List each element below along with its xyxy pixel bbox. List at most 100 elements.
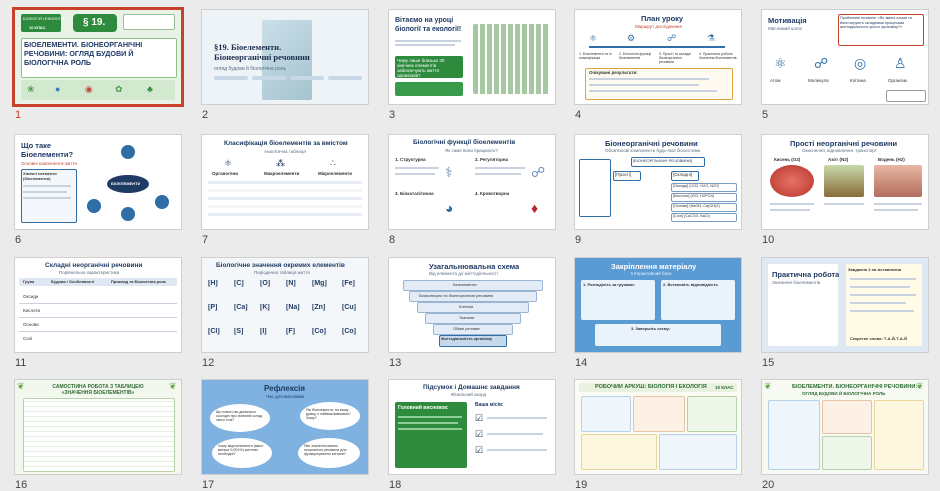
slide-subtitle: Фінальний акорд bbox=[451, 392, 487, 397]
plant-roots-image bbox=[824, 165, 864, 197]
slide-number: 17 bbox=[202, 479, 215, 491]
slide-thumbnail-18[interactable]: Підсумок і Домашнє завдання Фінальний ак… bbox=[389, 380, 555, 491]
slide-number: 19 bbox=[575, 479, 588, 491]
element-tile: [P] bbox=[208, 304, 218, 311]
layer-label: Біоелементи bbox=[453, 282, 477, 287]
row-group-label: Основи bbox=[23, 322, 39, 327]
slide-thumbnail-15[interactable]: Практична робота Значення біоелементів З… bbox=[762, 258, 928, 369]
root-node-label: [БІОНЕОРГАНІЧНІ РЕЧОВИНИ] bbox=[633, 158, 693, 163]
text-line bbox=[395, 44, 455, 46]
table-row bbox=[208, 197, 362, 200]
definition-box bbox=[21, 169, 77, 223]
slide-number: 6 bbox=[15, 234, 22, 246]
slide-preview: Рефлексія Час для висновків Що нового ви… bbox=[202, 380, 368, 474]
slide-subtitle: Маршрут дослідження bbox=[635, 24, 682, 29]
text-line bbox=[475, 167, 525, 169]
text-line bbox=[398, 428, 462, 430]
pyramid-layer bbox=[417, 302, 529, 313]
notebook-page bbox=[846, 264, 922, 346]
slide-preview: Прості неорганічні речовини Окиснення, в… bbox=[762, 135, 928, 229]
column-header: Будова / Особливості bbox=[51, 279, 95, 284]
leaf-label: [Основи] (NaOH, Ca(OH)2) bbox=[673, 204, 720, 208]
chain-label: Організм bbox=[888, 78, 907, 83]
note-box bbox=[886, 90, 926, 102]
slide-thumbnail-13[interactable]: Узагальнювальна схема Від елемента до жи… bbox=[389, 258, 555, 369]
task-title: 1. Розподіліть за групами: bbox=[583, 282, 635, 287]
slide-thumbnail-11[interactable]: Складні неорганічні речовини Порівняльна… bbox=[15, 258, 181, 369]
slide-thumbnail-20[interactable]: БІОЕЛЕМЕНТИ. БІОНЕОРГАНІЧНІ РЕЧОВИНИ: ОГ… bbox=[762, 380, 928, 491]
slide-title: Рефлексія bbox=[264, 384, 306, 393]
function-title: 3. Біокаталітична bbox=[395, 191, 434, 196]
conclusion-card bbox=[395, 402, 467, 468]
slide-title: Узагальнювальна схема bbox=[429, 262, 520, 271]
leaf-icon: ❦ bbox=[916, 381, 924, 391]
slide-subtitle: ОГЛЯД БУДОВИ Й БІОЛОГІЧНА РОЛЬ bbox=[802, 391, 886, 396]
slide-thumbnail-17[interactable]: Рефлексія Час для висновків Що нового ви… bbox=[202, 380, 368, 491]
results-title: Очікувані результати: bbox=[589, 70, 638, 75]
question-bubble bbox=[300, 402, 360, 430]
slide-thumbnail-16[interactable]: САМОСТІЙНА РОБОТА З ТАБЛИЦЕЮ «ЗНАЧЕННЯ Б… bbox=[15, 380, 181, 491]
leaf-node bbox=[671, 203, 737, 212]
slide-thumbnail-6[interactable]: Що таке Біоелементи? Основні компоненти … bbox=[15, 135, 181, 246]
layer-label: Тканини bbox=[459, 315, 475, 320]
text-line bbox=[23, 191, 67, 193]
slide-subtitle: огляд будови й біологічна роль bbox=[214, 66, 287, 72]
slide-title: САМОСТІЙНА РОБОТА З ТАБЛИЦЕЮ «ЗНАЧЕННЯ Б… bbox=[52, 384, 144, 396]
root-node bbox=[631, 157, 705, 167]
slide-preview: Що таке Біоелементи? Основні компоненти … bbox=[15, 135, 181, 229]
slide-subtitle: Обов'язкові компоненти будь-якої біосист… bbox=[605, 148, 701, 153]
question-bubble bbox=[298, 438, 360, 468]
infographic-block bbox=[874, 400, 924, 470]
timeline bbox=[589, 46, 725, 48]
slide-thumbnail-8[interactable]: Біологічні функції біоелементів Як саме … bbox=[389, 135, 555, 246]
slide-number: 1 bbox=[15, 109, 22, 121]
question-text: Проблемне питання: «Як змінні атоми та й… bbox=[840, 16, 912, 29]
slide-title: Підсумок і Домашнє завдання bbox=[423, 384, 520, 391]
slide-thumbnail-7[interactable]: Класифікація біоелементів за вмістом Ана… bbox=[202, 135, 368, 246]
tag-pill bbox=[328, 76, 362, 80]
slide-thumbnail-9[interactable]: Біонеорганічні речовини Обов'язкові комп… bbox=[575, 135, 741, 246]
element-tile: [H] bbox=[208, 280, 218, 287]
text-line bbox=[395, 173, 435, 175]
element-tile: [Co] bbox=[342, 328, 356, 335]
table-header bbox=[19, 278, 177, 286]
plan-step: 1. Біоелементи та їх класифікація bbox=[579, 52, 612, 60]
cell-icon: ◉ bbox=[85, 84, 93, 94]
question-box bbox=[838, 14, 924, 46]
layer-label: Обмін речовин bbox=[453, 326, 481, 331]
element-tile: [C] bbox=[234, 280, 244, 287]
reflection-question: Що нового ви дізналися сьогодні про хімі… bbox=[216, 410, 262, 422]
slide-thumbnail-19[interactable]: РОБОЧИЙ АРКУШ: БІОЛОГІЯ І ЕКОЛОГІЯ 10 КЛ… bbox=[575, 380, 741, 491]
slide-title: Класифікація біоелементів за вмістом bbox=[224, 140, 348, 147]
slide-thumbnail-1[interactable]: БІОЛОГІЯ І ЕКОЛОГІЯ 10 КЛАС § 19. БІОЕЛЕ… bbox=[15, 10, 181, 121]
text-line bbox=[398, 416, 462, 418]
slide-thumbnail-2[interactable]: §19. Біоелементи. Біонеорганічні речовин… bbox=[202, 10, 368, 121]
pyramid-layer bbox=[425, 313, 521, 324]
branch-node bbox=[87, 199, 101, 213]
slide-thumbnail-12[interactable]: Біологічне значення окремих елементів Пе… bbox=[202, 258, 368, 369]
worksheet-header bbox=[579, 383, 737, 392]
slide-thumbnail-10[interactable]: Прості неорганічні речовини Окиснення, в… bbox=[762, 135, 928, 246]
slide-thumbnail-4[interactable]: План уроку Маршрут дослідження ⚛ ⚙ ☍ ⚗ 1… bbox=[575, 10, 741, 121]
mission-title: Ваша місія: bbox=[475, 402, 504, 408]
worksheet-block bbox=[581, 396, 631, 432]
infographic-block bbox=[822, 400, 872, 434]
slide-thumbnail-14[interactable]: Закріплення матеріалу Інтерактивний блок… bbox=[575, 258, 741, 369]
task-title: 2. Встановіть відповідність bbox=[663, 282, 718, 287]
infographic-block bbox=[768, 400, 820, 470]
element-tile: [Co] bbox=[312, 328, 326, 335]
row-divider bbox=[19, 317, 177, 318]
slide-title: §19. Біоелементи. Біонеорганічні речовин… bbox=[214, 42, 310, 62]
column-header: Органогени bbox=[212, 171, 238, 176]
column-header: Мікроелементи bbox=[318, 171, 353, 176]
text-line bbox=[487, 417, 547, 419]
slide-thumbnail-5[interactable]: Мотивація Мислимий шлях Проблемне питанн… bbox=[762, 10, 928, 121]
slide-number: 13 bbox=[389, 357, 402, 369]
body-icon: ♙ bbox=[894, 55, 907, 71]
column-header: Група bbox=[23, 279, 35, 284]
slide-thumbnail-3[interactable]: Вітаємо на уроці біології та екології! Ч… bbox=[389, 10, 555, 121]
slide-subtitle: Аналітична таблиця bbox=[264, 149, 306, 154]
subject-tag-text: БІОЛОГІЯ І ЕКОЛОГІЯ bbox=[23, 16, 65, 21]
slide-number: 15 bbox=[762, 357, 775, 369]
